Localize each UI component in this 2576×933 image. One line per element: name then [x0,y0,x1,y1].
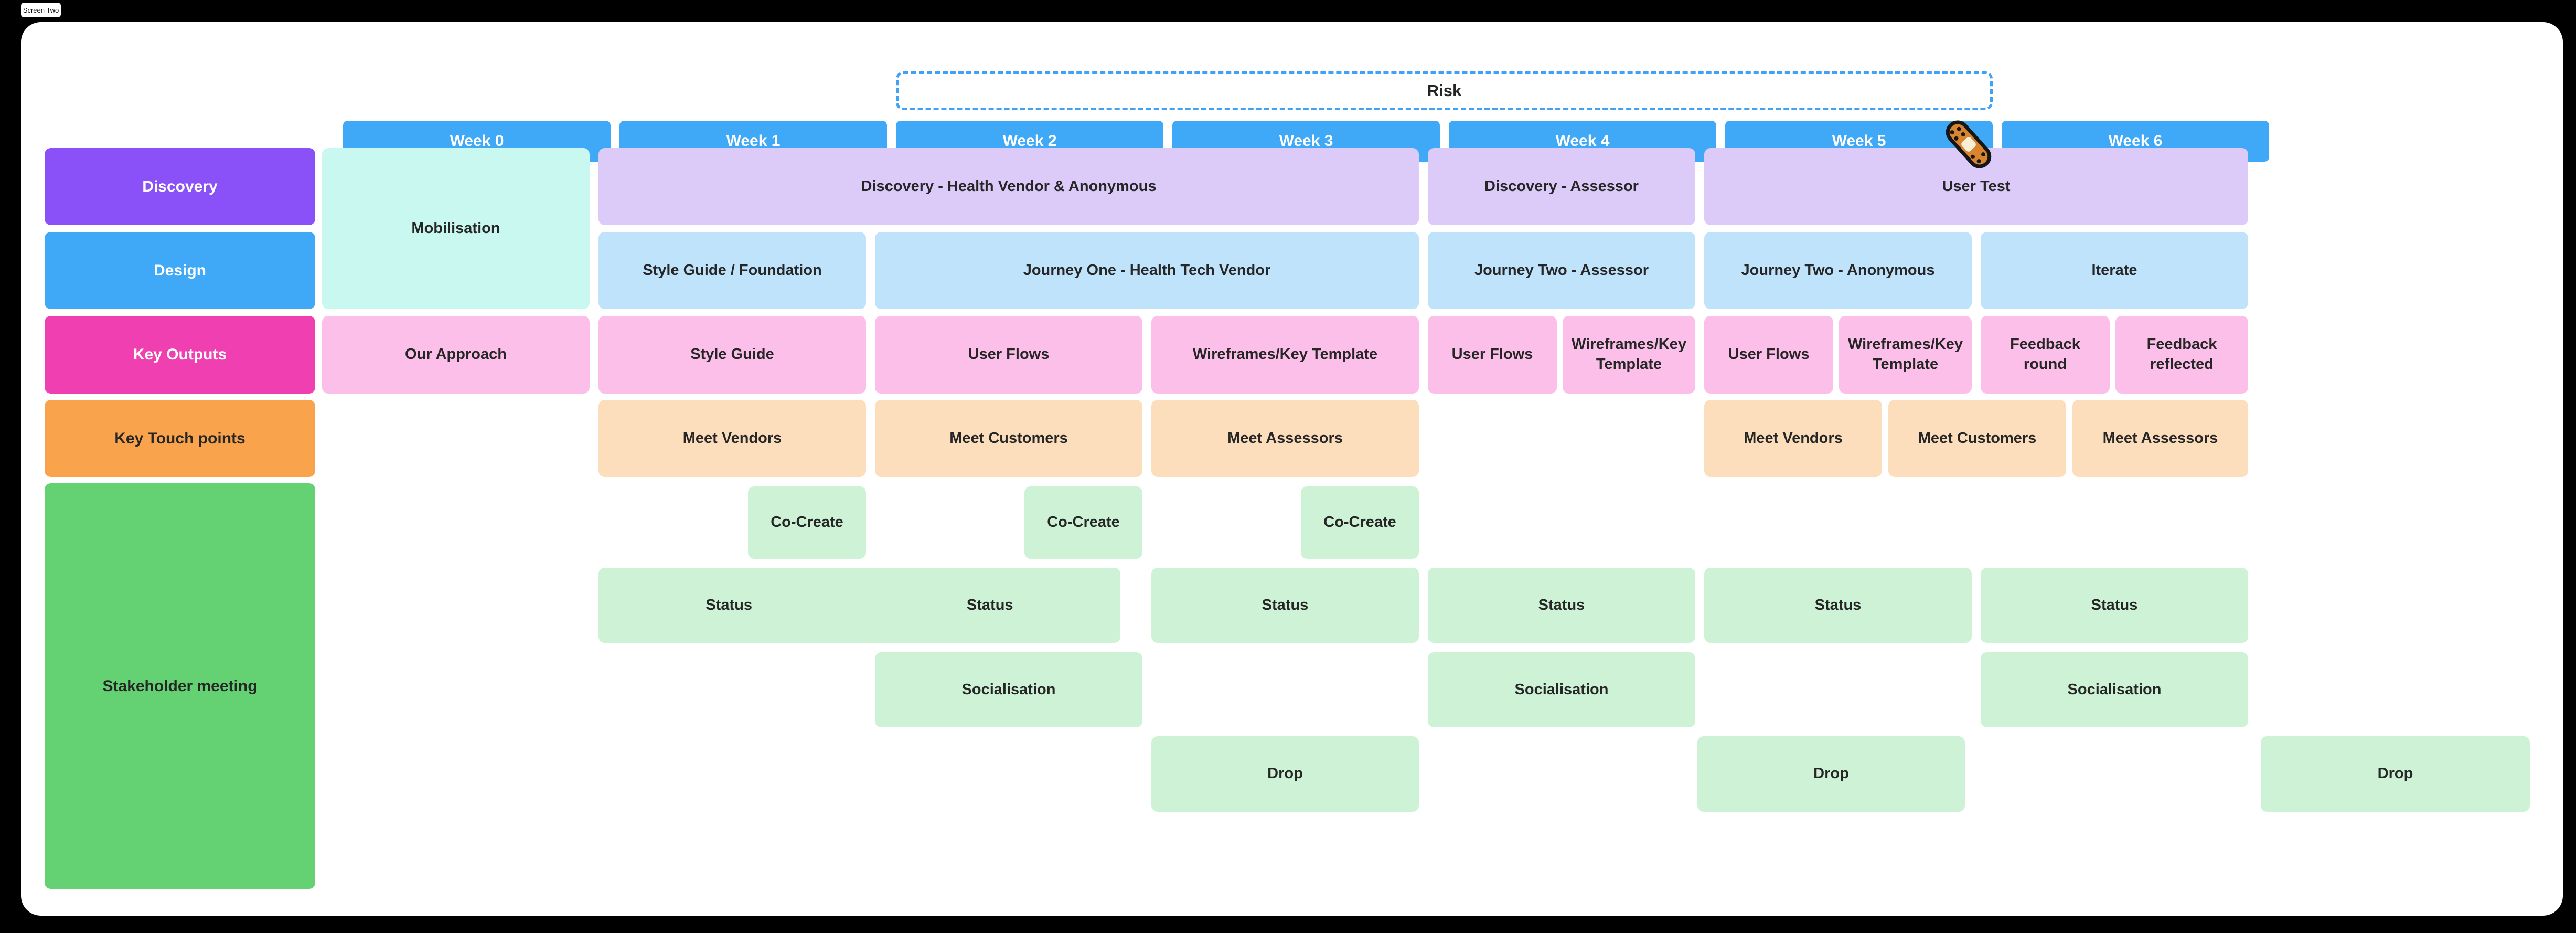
card-style-guide-foundation-label: Style Guide / Foundation [643,261,822,279]
card-drop-week3[interactable]: Drop [1151,736,1419,812]
card-wireframes-key-template-week5[interactable]: Wireframes/Key Template [1839,316,1972,394]
card-meet-customers-week2-label: Meet Customers [949,429,1068,447]
card-status-week4[interactable]: Status [1428,568,1695,643]
card-drop-right[interactable]: Drop [2261,736,2530,812]
lane-key-touch-points[interactable]: Key Touch points [45,400,315,477]
card-journey-two-anonymous-label: Journey Two - Anonymous [1741,261,1935,279]
card-meet-vendors-week5-label: Meet Vendors [1744,429,1843,447]
card-co-create-week2-label: Co-Create [1047,514,1120,531]
card-user-test-label: User Test [1942,177,2011,195]
card-discovery-health-vendor-anon-label: Discovery - Health Vendor & Anonymous [861,177,1157,195]
screen-tab[interactable]: Screen Two [21,3,61,17]
lane-stakeholder-meeting-label: Stakeholder meeting [102,677,258,695]
card-journey-two-assessor[interactable]: Journey Two - Assessor [1428,232,1695,309]
card-feedback-round-label: Feedback round [2010,336,2080,373]
card-meet-assessors-week3[interactable]: Meet Assessors [1151,400,1419,477]
card-meet-vendors-week1-label: Meet Vendors [682,429,782,447]
card-status-week6-label: Status [2091,596,2138,613]
lane-key-touch-points-label: Key Touch points [114,429,245,447]
card-status-week5-label: Status [1814,596,1862,613]
bandage-icon[interactable] [1940,115,1997,173]
card-status-week1-2-label: Status [966,596,1013,613]
card-user-flows-week5-label: User Flows [1728,346,1810,363]
card-meet-customers-week56-label: Meet Customers [1918,429,2037,447]
card-drop-right-label: Drop [2377,765,2413,782]
lane-design[interactable]: Design [45,232,315,309]
card-socialisation-week2[interactable]: Socialisation [875,652,1142,727]
card-meet-assessors-week3-label: Meet Assessors [1227,429,1343,447]
card-style-guide[interactable]: Style Guide [598,316,866,394]
card-wireframes-key-template-week4[interactable]: Wireframes/Key Template [1563,316,1695,394]
card-co-create-week1[interactable]: Co-Create [748,486,866,559]
card-socialisation-week4-label: Socialisation [1514,681,1609,698]
card-status-week5[interactable]: Status [1704,568,1972,643]
card-journey-one-health-tech-vendor[interactable]: Journey One - Health Tech Vendor [875,232,1419,309]
card-drop-week3-label: Drop [1267,765,1303,782]
card-drop-week5-label: Drop [1813,765,1849,782]
card-feedback-round[interactable]: Feedback round [1981,316,2110,394]
card-user-flows-week2-label: User Flows [968,346,1050,363]
card-meet-vendors-week5[interactable]: Meet Vendors [1704,400,1882,477]
card-wireframes-key-template-week4-label: Wireframes/Key Template [1572,336,1686,373]
card-status-week3[interactable]: Status [1151,568,1419,643]
card-our-approach-label: Our Approach [405,346,507,363]
risk-zone[interactable]: Risk [896,71,1993,110]
lane-stakeholder-meeting[interactable]: Stakeholder meeting [45,483,315,889]
card-iterate[interactable]: Iterate [1981,232,2248,309]
card-mobilisation[interactable]: Mobilisation [322,148,590,309]
card-co-create-week2[interactable]: Co-Create [1024,486,1142,559]
card-discovery-assessor-label: Discovery - Assessor [1484,177,1639,195]
card-socialisation-week6-label: Socialisation [2067,681,2162,698]
card-meet-assessors-week6-label: Meet Assessors [2102,429,2218,447]
lane-discovery-label: Discovery [142,177,218,195]
lane-design-label: Design [153,261,207,279]
card-user-flows-week4[interactable]: User Flows [1428,316,1557,394]
card-discovery-health-vendor-anon[interactable]: Discovery - Health Vendor & Anonymous [598,148,1419,225]
card-meet-customers-week2[interactable]: Meet Customers [875,400,1142,477]
card-co-create-week3-label: Co-Create [1323,514,1396,531]
card-style-guide-foundation[interactable]: Style Guide / Foundation [598,232,866,309]
card-journey-one-health-tech-vendor-label: Journey One - Health Tech Vendor [1023,261,1271,279]
card-socialisation-week6[interactable]: Socialisation [1981,652,2248,727]
card-meet-customers-week56[interactable]: Meet Customers [1888,400,2066,477]
card-user-flows-week2[interactable]: User Flows [875,316,1142,394]
card-socialisation-week4[interactable]: Socialisation [1428,652,1695,727]
card-wireframes-key-template-week3[interactable]: Wireframes/Key Template [1151,316,1419,394]
card-mobilisation-label: Mobilisation [411,219,500,237]
card-status-week3-label: Status [1262,596,1309,613]
card-feedback-reflected-label: Feedback reflected [2146,336,2217,373]
card-socialisation-week2-label: Socialisation [961,681,1056,698]
card-status-week4-label: Status [1538,596,1585,613]
card-meet-assessors-week6[interactable]: Meet Assessors [2072,400,2248,477]
card-co-create-week3[interactable]: Co-Create [1301,486,1419,559]
lane-discovery[interactable]: Discovery [45,148,315,225]
card-co-create-week1-label: Co-Create [771,514,843,531]
card-wireframes-key-template-week3-label: Wireframes/Key Template [1192,346,1378,363]
card-status-week1-2[interactable]: Status Status [598,568,1120,643]
card-user-flows-week5[interactable]: User Flows [1704,316,1833,394]
card-journey-two-assessor-label: Journey Two - Assessor [1474,261,1649,279]
card-status-week1-2-label: Status [706,596,753,613]
card-journey-two-anonymous[interactable]: Journey Two - Anonymous [1704,232,1972,309]
card-our-approach[interactable]: Our Approach [322,316,590,394]
card-iterate-label: Iterate [2091,261,2137,279]
lane-key-outputs[interactable]: Key Outputs [45,316,315,394]
card-discovery-assessor[interactable]: Discovery - Assessor [1428,148,1695,225]
card-feedback-reflected[interactable]: Feedback reflected [2115,316,2248,394]
card-meet-vendors-week1[interactable]: Meet Vendors [598,400,866,477]
lane-key-outputs-label: Key Outputs [133,346,227,363]
card-wireframes-key-template-week5-label: Wireframes/Key Template [1848,336,1963,373]
card-user-flows-week4-label: User Flows [1451,346,1533,363]
card-status-week6[interactable]: Status [1981,568,2248,643]
card-style-guide-label: Style Guide [690,346,774,363]
card-drop-week5[interactable]: Drop [1697,736,1965,812]
